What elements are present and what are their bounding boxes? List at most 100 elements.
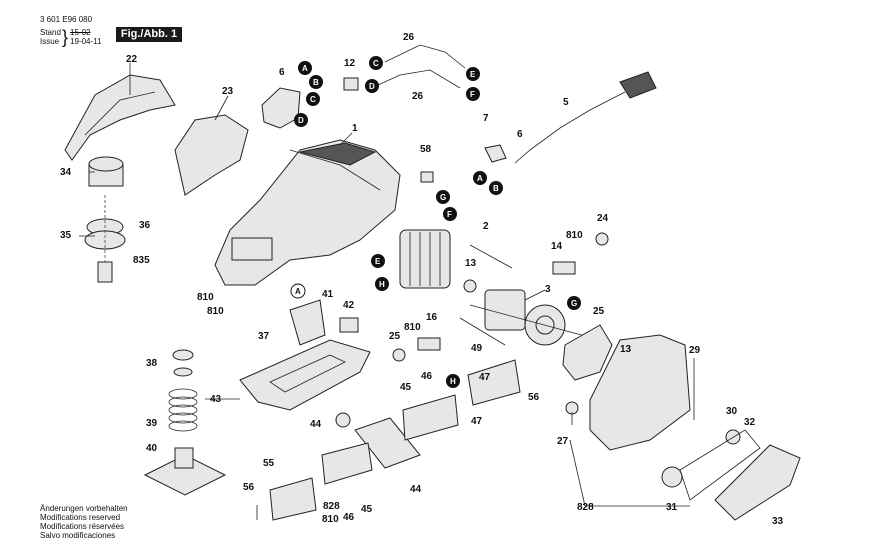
callout-48-upper: 49 bbox=[471, 343, 483, 354]
part-36-deflector bbox=[289, 299, 326, 346]
callout-26-lower: 26 bbox=[412, 91, 424, 102]
callout-32: 33 bbox=[772, 516, 784, 527]
callout-44: 44 bbox=[410, 484, 422, 495]
part-48-clamp-bar bbox=[467, 359, 521, 406]
part-23-side-cover bbox=[174, 114, 249, 196]
part-stator bbox=[399, 229, 451, 289]
callout-1: 1 bbox=[352, 123, 358, 134]
part-33-depth-knob bbox=[88, 156, 124, 187]
svg-text:B: B bbox=[313, 78, 319, 87]
leader-lines bbox=[79, 63, 695, 520]
stand-value: 15-02 bbox=[70, 28, 91, 37]
part-810-brush-holder-lower bbox=[417, 337, 441, 351]
callout-34: 35 bbox=[60, 230, 72, 241]
part-39-foot bbox=[143, 447, 227, 496]
part-37-ring-2 bbox=[173, 367, 193, 377]
brace: } bbox=[62, 27, 69, 47]
part-31-belt bbox=[679, 429, 761, 501]
part-1-housing bbox=[214, 139, 401, 286]
callout-26-upper: 26 bbox=[403, 32, 415, 43]
part-26-cable-lower bbox=[377, 69, 461, 89]
part-16-brush-holder bbox=[552, 261, 576, 275]
badge-b-cord: B bbox=[489, 181, 503, 195]
badge-a-cord: A bbox=[473, 171, 487, 185]
footer-line-es: Salvo modificaciones bbox=[40, 531, 116, 540]
part-30-pulley bbox=[661, 466, 683, 488]
callout-24-lower: 25 bbox=[389, 331, 401, 342]
part-24-cap bbox=[595, 232, 609, 246]
callout-6: 6 bbox=[517, 129, 523, 140]
svg-text:D: D bbox=[298, 116, 304, 125]
part-26-cable-upper bbox=[384, 44, 466, 69]
callout-7: 7 bbox=[483, 113, 489, 124]
svg-text:C: C bbox=[373, 59, 379, 68]
callout-4: 6 bbox=[279, 67, 285, 78]
badge-e-stator: E bbox=[371, 254, 385, 268]
part-45-blade-lower bbox=[321, 442, 373, 485]
callout-49-lower: 56 bbox=[243, 482, 255, 493]
callout-16-lower: 16 bbox=[426, 312, 438, 323]
part-25-fan-guard bbox=[562, 324, 613, 381]
badge-b-switch: B bbox=[309, 75, 323, 89]
callout-35: 36 bbox=[139, 220, 151, 231]
part-38-spring bbox=[168, 388, 198, 432]
part-37-ring bbox=[172, 349, 194, 361]
footer-line-de: Änderungen vorbehalten bbox=[40, 504, 128, 513]
badge-d-switch: D bbox=[294, 113, 308, 127]
callout-55: 58 bbox=[420, 144, 432, 155]
stand-label: Stand bbox=[40, 28, 61, 37]
badge-h-stator: H bbox=[375, 277, 389, 291]
badge-h-brush: H bbox=[446, 374, 460, 388]
callout-56-lower: 810 bbox=[322, 514, 339, 525]
badge-f-cable: F bbox=[466, 87, 480, 101]
part-22-cover bbox=[64, 74, 176, 161]
callout-56-upper: 810 bbox=[207, 306, 224, 317]
svg-text:G: G bbox=[440, 193, 446, 202]
svg-text:A: A bbox=[302, 64, 308, 73]
badge-d-cable: D bbox=[365, 79, 379, 93]
callout-24-upper: 24 bbox=[597, 213, 609, 224]
callout-42: 43 bbox=[210, 394, 222, 405]
callout-29: 30 bbox=[726, 406, 738, 417]
callout-3: 3 bbox=[545, 284, 551, 295]
callout-810-lower: 810 bbox=[404, 322, 421, 333]
callout-2: 2 bbox=[483, 221, 489, 232]
callout-16-upper: 14 bbox=[551, 241, 563, 252]
callout-58: 828 bbox=[323, 501, 340, 512]
svg-text:G: G bbox=[571, 299, 577, 308]
callout-47-lower: 47 bbox=[471, 416, 483, 427]
callout-13: 13 bbox=[465, 258, 477, 269]
svg-text:F: F bbox=[447, 210, 452, 219]
part-34-spindle-assembly bbox=[84, 195, 126, 283]
callout-47-upper: 47 bbox=[479, 372, 491, 383]
svg-text:E: E bbox=[375, 257, 381, 266]
svg-text:D: D bbox=[369, 82, 375, 91]
svg-text:F: F bbox=[470, 90, 475, 99]
callout-46-upper: 46 bbox=[421, 371, 433, 382]
part-5-power-cord bbox=[514, 71, 657, 164]
callout-33: 34 bbox=[60, 167, 72, 178]
svg-text:A: A bbox=[295, 287, 301, 296]
part-42-sole-plate bbox=[239, 339, 371, 411]
callout-25: 25 bbox=[593, 306, 605, 317]
callout-46-lower: 46 bbox=[343, 512, 355, 523]
part-48-clamp-bar-lower bbox=[269, 477, 317, 521]
part-41-lever bbox=[339, 317, 359, 333]
badge-g-stator: G bbox=[436, 190, 450, 204]
part-44-blade-drum bbox=[354, 417, 421, 469]
connector-badges: A B C D C D E F A B G F E H G H A bbox=[290, 56, 581, 388]
callout-57: 810 bbox=[197, 292, 214, 303]
callout-43: 44 bbox=[310, 419, 322, 430]
callout-numbers: 22 23 6 12 26 26 5 7 6 1 58 2 24 810 14 … bbox=[60, 32, 784, 527]
footer-notes: Änderungen vorbehalten Modifications res… bbox=[40, 504, 128, 540]
part-43-roller bbox=[335, 412, 351, 428]
callout-40: 41 bbox=[322, 289, 334, 300]
callout-48-lower: 55 bbox=[263, 458, 275, 469]
callout-810-upper: 810 bbox=[566, 230, 583, 241]
svg-text:B: B bbox=[493, 184, 499, 193]
svg-text:C: C bbox=[310, 95, 316, 104]
footer-line-en: Modifications reserved bbox=[40, 513, 121, 522]
part-number: 3 601 E96 080 bbox=[40, 15, 93, 24]
badge-c-switch: C bbox=[306, 92, 320, 106]
